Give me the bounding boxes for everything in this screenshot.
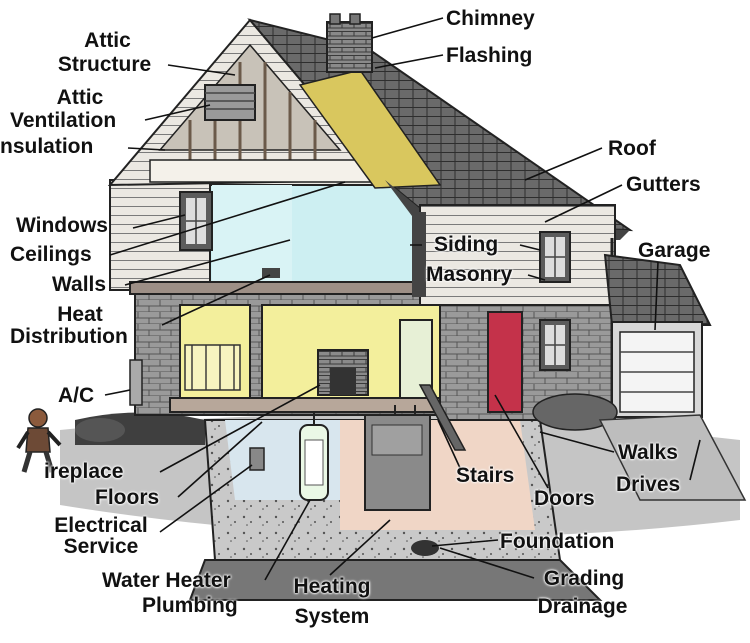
label-attic-ventilation-line2: Ventilation [10, 110, 116, 131]
label-plumbing: Plumbing [142, 595, 238, 616]
label-walls: Walls [52, 274, 106, 295]
label-electrical-service-line2: Service [48, 536, 154, 557]
label-drives: Drives [616, 474, 680, 495]
label-doors: Doors [534, 488, 595, 509]
label-floors: Floors [95, 487, 159, 508]
label-grading-drainage-line2: Drainage [520, 596, 645, 617]
label-siding: Siding [434, 234, 498, 255]
label-attic-structure-line2: Structure [42, 54, 167, 75]
label-ceilings: Ceilings [10, 244, 92, 265]
label-heating-system-line1: Heating [282, 576, 382, 597]
label-roof: Roof [608, 138, 656, 159]
label-fireplace: ireplace [44, 461, 123, 482]
label-grading-drainage-line1: Grading [524, 568, 644, 589]
label-windows: Windows [16, 215, 108, 236]
label-electrical-service-line1: Electrical [38, 515, 164, 536]
label-heat-distribution-line1: Heat [25, 304, 135, 325]
label-attic-ventilation-line1: Attic [30, 87, 130, 108]
label-heat-distribution-line2: Distribution [10, 326, 128, 347]
label-garage: Garage [638, 240, 710, 261]
label-walks: Walks [618, 442, 678, 463]
label-gutters: Gutters [626, 174, 701, 195]
label-insulation: nsulation [0, 136, 93, 157]
label-masonry: Masonry [426, 264, 512, 285]
label-stairs: Stairs [456, 465, 514, 486]
label-water-heater: Water Heater [102, 570, 231, 591]
label-attic-structure-line1: Attic [60, 30, 155, 51]
label-chimney: Chimney [446, 8, 535, 29]
label-heating-system-line2: System [282, 606, 382, 627]
label-ac: A/C [58, 385, 94, 406]
label-foundation: Foundation [500, 531, 614, 552]
label-flashing: Flashing [446, 45, 532, 66]
